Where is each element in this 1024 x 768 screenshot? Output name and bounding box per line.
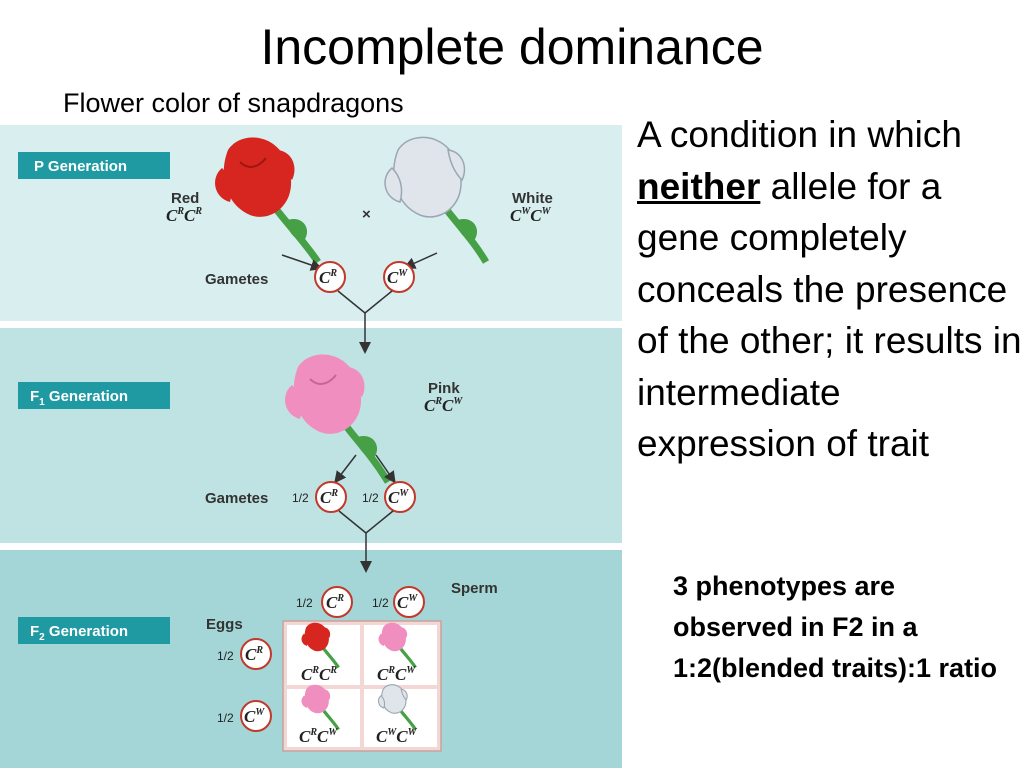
f2-ratio-note: 3 phenotypes are observed in F2 in a 1:2… (673, 571, 998, 683)
definition-text: A condition in which neither allele for … (637, 109, 1022, 470)
sperm-fraction-cr: 1/2 (296, 596, 313, 610)
cell-cr-cr: CRCR (301, 665, 337, 684)
svg-text:F1 Generation: F1 Generation (30, 388, 128, 408)
egg-fraction-cr: 1/2 (217, 649, 234, 663)
f1-fraction-cr: 1/2 (292, 491, 309, 505)
gamete-cw-circle: CW (383, 261, 415, 293)
sperm-cw-circle: CW (393, 586, 425, 618)
definition-after: allele for a gene completely conceals th… (637, 165, 1022, 465)
egg-cw-circle: CW (240, 700, 272, 732)
f2-generation-label: F2 Generation (18, 617, 170, 644)
definition-before: A condition in which (637, 114, 962, 155)
f2-red-flower-icon (301, 622, 340, 669)
red-label: Red (171, 190, 199, 207)
egg-cr-circle: CR (240, 638, 272, 670)
white-flower-icon (384, 136, 490, 264)
f2-pink-flower-icon-2 (301, 684, 340, 731)
f1-gametes-label: Gametes (205, 490, 268, 507)
gamete-cr-circle: CR (314, 261, 346, 293)
svg-text:P Generation: P Generation (34, 158, 127, 175)
cross-symbol: × (362, 206, 371, 223)
punnett-square: CRCR CRCW CRCW CWCW (282, 620, 442, 752)
red-genotype: CRCR (166, 206, 202, 225)
sperm-label: Sperm (451, 580, 498, 597)
snapdragon-cross-figure: P Generation F1 Generation F2 Generation… (0, 125, 622, 768)
p-gametes-label: Gametes (205, 271, 268, 288)
red-flower-icon (215, 137, 321, 264)
f1-gamete-cr-circle: CR (315, 481, 347, 513)
sperm-cr-circle: CR (321, 586, 353, 618)
f2-pink-flower-icon-1 (378, 622, 417, 669)
p-generation-label: P Generation (18, 152, 170, 179)
egg-fraction-cw: 1/2 (217, 711, 234, 725)
sperm-fraction-cw: 1/2 (372, 596, 389, 610)
white-genotype: CWCW (510, 206, 552, 225)
pink-flower-icon (285, 354, 392, 484)
cell-cw-cw: CWCW (376, 727, 418, 746)
pink-label: Pink (428, 380, 460, 397)
f2-white-flower-icon (377, 684, 417, 731)
f1-gamete-cw-circle: CW (384, 481, 416, 513)
f1-generation-label: F1 Generation (18, 382, 170, 409)
slide-subtitle: Flower color of snapdragons (63, 88, 404, 118)
white-label: White (512, 190, 553, 207)
cross-diagram: P Generation F1 Generation F2 Generation… (0, 125, 622, 768)
svg-text:F2 Generation: F2 Generation (30, 623, 128, 643)
eggs-label: Eggs (206, 616, 243, 633)
definition-keyword: neither (637, 165, 761, 207)
f1-fraction-cw: 1/2 (362, 491, 379, 505)
slide-title: Incomplete dominance (260, 19, 764, 75)
